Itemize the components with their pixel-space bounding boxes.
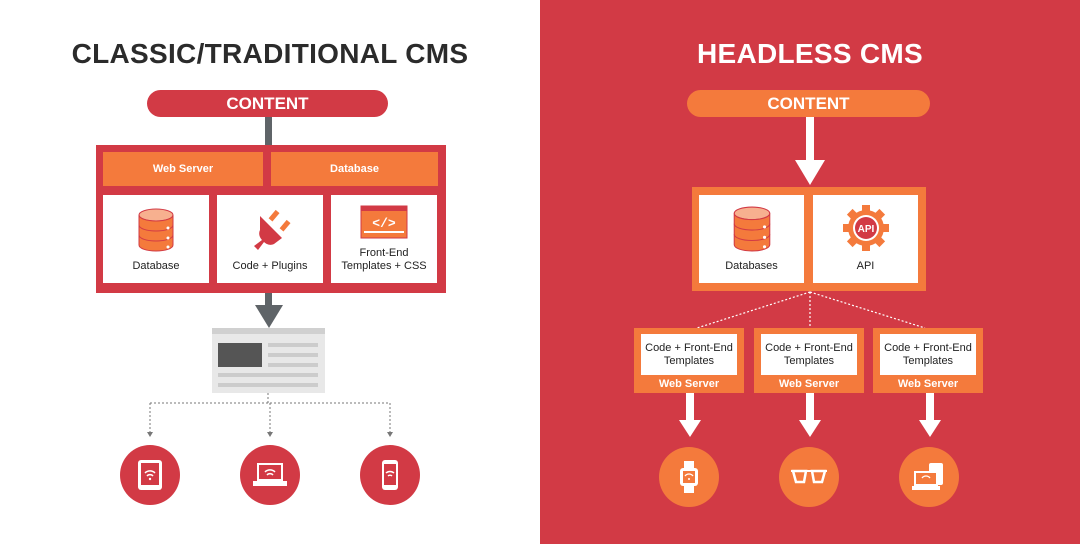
device-smart-glasses — [779, 447, 839, 507]
web-server-cell: Web Server — [103, 152, 263, 186]
component-label: Front-End Templates + CSS — [341, 247, 427, 272]
device-tablet — [120, 445, 180, 505]
classic-flow-arrows — [147, 293, 393, 437]
device-laptop — [899, 447, 959, 507]
component-databases: Databases — [699, 195, 804, 283]
web-server-box: Code + Front-End Templates Web Server — [754, 328, 864, 393]
component-label: Code + Plugins — [232, 260, 308, 272]
component-label: API — [856, 260, 875, 272]
headless-content-pill: CONTENT — [687, 90, 930, 117]
component-database: Database — [103, 195, 209, 283]
server-label: Web Server — [897, 378, 959, 390]
database-icon — [733, 206, 770, 252]
component-label: Databases — [725, 260, 778, 272]
server-content: Code + Front-End Templates — [761, 334, 857, 375]
api-badge: API — [857, 224, 874, 235]
headless-title: HEADLESS CMS — [696, 38, 924, 69]
component-label: Database — [132, 260, 180, 272]
component-api: API API — [813, 195, 918, 283]
laptop-icon — [912, 463, 943, 490]
api-gear-icon: API — [842, 205, 889, 251]
server-label: Web Server — [658, 378, 720, 390]
device-smartphone — [360, 445, 420, 505]
database-cell: Database — [271, 152, 438, 186]
webpage-illustration — [212, 328, 325, 393]
server-content: Code + Front-End Templates — [641, 334, 737, 375]
device-smartwatch — [659, 447, 719, 507]
smartphone-icon — [382, 460, 398, 490]
component-templates: </> Front-End Templates + CSS — [331, 195, 437, 283]
code-window-icon: </> — [360, 205, 408, 239]
plug-icon — [254, 209, 291, 250]
svg-text:</>: </> — [372, 216, 396, 231]
laptop-icon — [253, 463, 287, 486]
component-code-plugins: Code + Plugins — [217, 195, 323, 283]
server-content: Code + Front-End Templates — [880, 334, 976, 375]
smart-glasses-icon — [791, 469, 827, 484]
classic-title: CLASSIC/TRADITIONAL CMS — [71, 38, 469, 69]
device-laptop — [240, 445, 300, 505]
smartwatch-icon — [680, 461, 698, 493]
headless-flow-arrows — [679, 117, 941, 437]
web-server-box: Code + Front-End Templates Web Server — [634, 328, 744, 393]
connector-line — [265, 117, 272, 145]
web-server-box: Code + Front-End Templates Web Server — [873, 328, 983, 393]
database-icon — [138, 208, 174, 252]
server-label: Web Server — [778, 378, 840, 390]
tablet-icon — [138, 460, 162, 490]
classic-content-pill: CONTENT — [147, 90, 388, 117]
